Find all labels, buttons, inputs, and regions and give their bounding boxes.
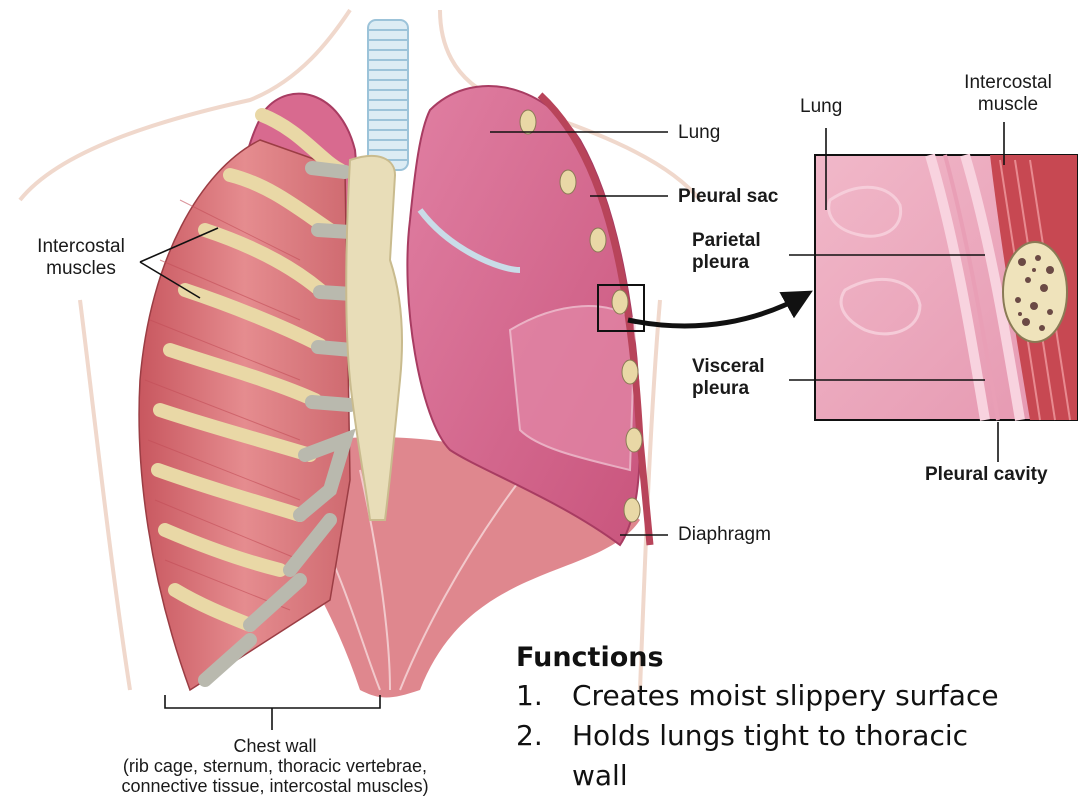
leader-lines (139, 122, 1005, 730)
functions-list: Functions 1. Creates moist slippery surf… (516, 640, 999, 796)
pleura-inset (814, 153, 1078, 421)
body-outline (18, 8, 702, 691)
list-item-number: 2. (516, 719, 543, 752)
functions-title: Functions (516, 642, 664, 673)
list-item-text: Creates moist slippery surface (572, 679, 999, 712)
intercostal-muscles-label-line1: Intercostal (37, 236, 125, 257)
right-lung (406, 85, 654, 547)
visceral-pleura-label-line2: pleura (692, 378, 750, 399)
magnification-arrow (627, 290, 813, 329)
chest-wall-detail-line2: connective tissue, intercostal muscles) (121, 776, 429, 796)
intercostal-muscles-label: Intercostal muscles (26, 236, 136, 280)
list-item: 2. Holds lungs tight to thoracic wall (516, 716, 999, 796)
inset-lung-label: Lung (800, 96, 843, 117)
inset-intercostal-muscle-label-line1: Intercostal (964, 72, 1052, 93)
visceral-pleura-label: Visceral pleura (692, 356, 765, 400)
parietal-pleura-label: Parietal pleura (692, 230, 761, 274)
list-item-text-line2: wall (572, 759, 628, 792)
rib-cage (138, 108, 359, 692)
chest-wall-label: Chest wall (rib cage, sternum, thoracic … (40, 736, 510, 796)
inset-intercostal-muscle-label: Intercostal muscle (948, 72, 1068, 116)
parietal-pleura-label-line1: Parietal (692, 230, 761, 251)
chest-wall-detail-line1: (rib cage, sternum, thoracic vertebrae, (122, 756, 428, 776)
sternum (345, 155, 403, 521)
intercostal-muscles-label-line2: muscles (46, 258, 116, 279)
rib-cross-section (1002, 241, 1068, 343)
lung-label: Lung (678, 122, 721, 143)
inset-intercostal-muscle-label-line2: muscle (977, 94, 1039, 115)
list-item-number: 1. (516, 679, 543, 712)
list-item: 1. Creates moist slippery surface (516, 676, 999, 716)
trachea (367, 19, 409, 171)
list-item-text-line1: Holds lungs tight to thoracic (572, 719, 969, 752)
diaphragm-label: Diaphragm (678, 524, 771, 545)
magnification-box (597, 284, 645, 332)
list-item-text: Holds lungs tight to thoracic wall (572, 716, 968, 796)
visceral-pleura-label-line1: Visceral (692, 356, 765, 377)
chest-wall-title: Chest wall (233, 736, 317, 756)
pleural-sac-label: Pleural sac (678, 186, 779, 207)
parietal-pleura-label-line2: pleura (692, 252, 750, 273)
pleural-cavity-label: Pleural cavity (925, 464, 1048, 485)
